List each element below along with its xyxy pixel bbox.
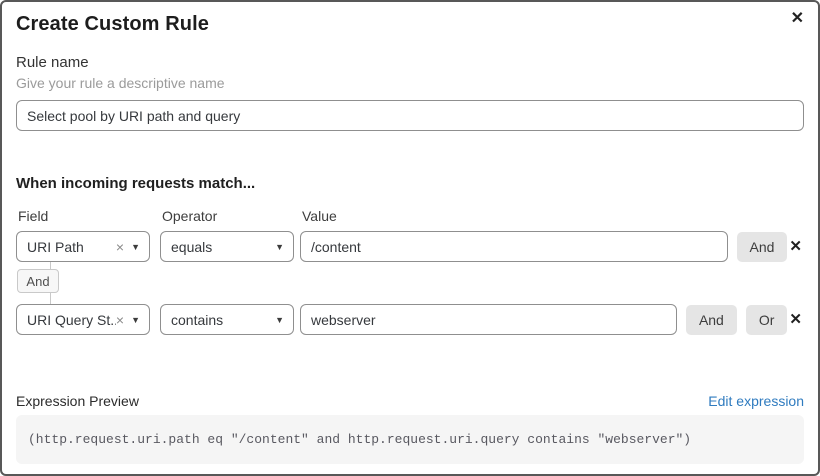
chevron-down-icon: ▼: [275, 241, 284, 252]
field-select-value: URI Path: [27, 238, 84, 255]
close-icon[interactable]: ✕: [790, 10, 804, 27]
operator-select[interactable]: equals ▼: [160, 231, 294, 262]
and-connector-badge: And: [17, 269, 59, 293]
connector-line: [50, 262, 51, 269]
delete-row-icon[interactable]: ✕: [789, 238, 802, 255]
clear-selection-icon[interactable]: ×: [115, 238, 125, 255]
field-select-value: URI Query St...: [27, 311, 116, 328]
expression-preview-header: Expression Preview Edit expression: [16, 393, 804, 409]
dialog-title: Create Custom Rule: [16, 13, 209, 35]
operator-select-value: contains: [171, 311, 224, 328]
match-row-1: URI Path × ▼ equals ▼ And ✕: [16, 231, 804, 262]
match-section-heading: When incoming requests match...: [16, 175, 256, 192]
connector-line: [50, 293, 51, 304]
match-row-2: URI Query St... × ▼ contains ▼ And Or ✕: [16, 304, 804, 335]
operator-column-label: Operator: [162, 208, 218, 224]
add-and-condition-button[interactable]: And: [685, 304, 737, 335]
value-input[interactable]: [300, 231, 728, 262]
condition-connector: And: [16, 262, 96, 304]
operator-select-value: equals: [171, 238, 213, 255]
add-and-condition-button[interactable]: And: [736, 231, 788, 262]
delete-row-icon[interactable]: ✕: [789, 311, 802, 328]
expression-preview-label: Expression Preview: [16, 393, 139, 409]
field-select[interactable]: URI Path × ▼: [16, 231, 150, 262]
field-column-label: Field: [18, 208, 49, 224]
operator-select[interactable]: contains ▼: [160, 304, 294, 335]
clear-selection-icon[interactable]: ×: [115, 311, 125, 328]
chevron-down-icon: ▼: [131, 241, 140, 252]
edit-expression-link[interactable]: Edit expression: [708, 393, 804, 409]
value-column-label: Value: [302, 208, 337, 224]
match-column-labels: Field Operator Value: [16, 208, 804, 224]
add-or-condition-button[interactable]: Or: [745, 304, 788, 335]
rule-name-hint: Give your rule a descriptive name: [16, 75, 225, 91]
chevron-down-icon: ▼: [275, 314, 284, 325]
field-select[interactable]: URI Query St... × ▼: [16, 304, 150, 335]
value-input[interactable]: [300, 304, 677, 335]
rule-name-label: Rule name: [16, 54, 89, 71]
chevron-down-icon: ▼: [131, 314, 140, 325]
rule-name-input[interactable]: [16, 100, 804, 131]
expression-code: (http.request.uri.path eq "/content" and…: [16, 415, 804, 464]
